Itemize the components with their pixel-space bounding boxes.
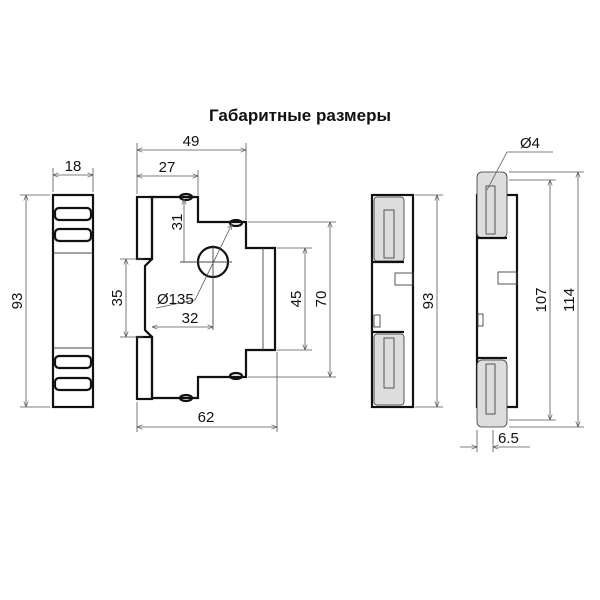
knob-horizontal-offset-label: 32 — [182, 310, 199, 327]
hole-pitch-label: 107 — [533, 287, 550, 312]
overall-height-label: 114 — [561, 288, 578, 312]
front-width-label: 18 — [65, 158, 82, 175]
overall-width-label: 49 — [183, 133, 200, 150]
rear-height-label: 93 — [420, 293, 437, 310]
front-view: 18 93 — [9, 158, 95, 409]
side-view: 49 27 31 Ø135 32 62 35 45 70 — [109, 133, 336, 432]
knob-vertical-offset-label: 31 — [169, 214, 186, 231]
step-width-label: 27 — [159, 159, 176, 176]
front-height-label: 45 — [288, 291, 305, 308]
knob-diameter-label: Ø135 — [157, 291, 194, 308]
front-height-label: 93 — [9, 293, 26, 310]
mount-view: Ø4 107 114 6.5 — [460, 135, 584, 452]
rail-width-label: 35 — [109, 290, 126, 307]
drawing-title: Габаритные размеры — [209, 106, 391, 125]
rear-view: 93 — [370, 193, 443, 409]
offset-label: 6.5 — [498, 430, 519, 447]
hole-diameter-label: Ø4 — [520, 135, 540, 152]
depth-label: 62 — [198, 409, 215, 426]
step-height-label: 70 — [313, 291, 330, 308]
